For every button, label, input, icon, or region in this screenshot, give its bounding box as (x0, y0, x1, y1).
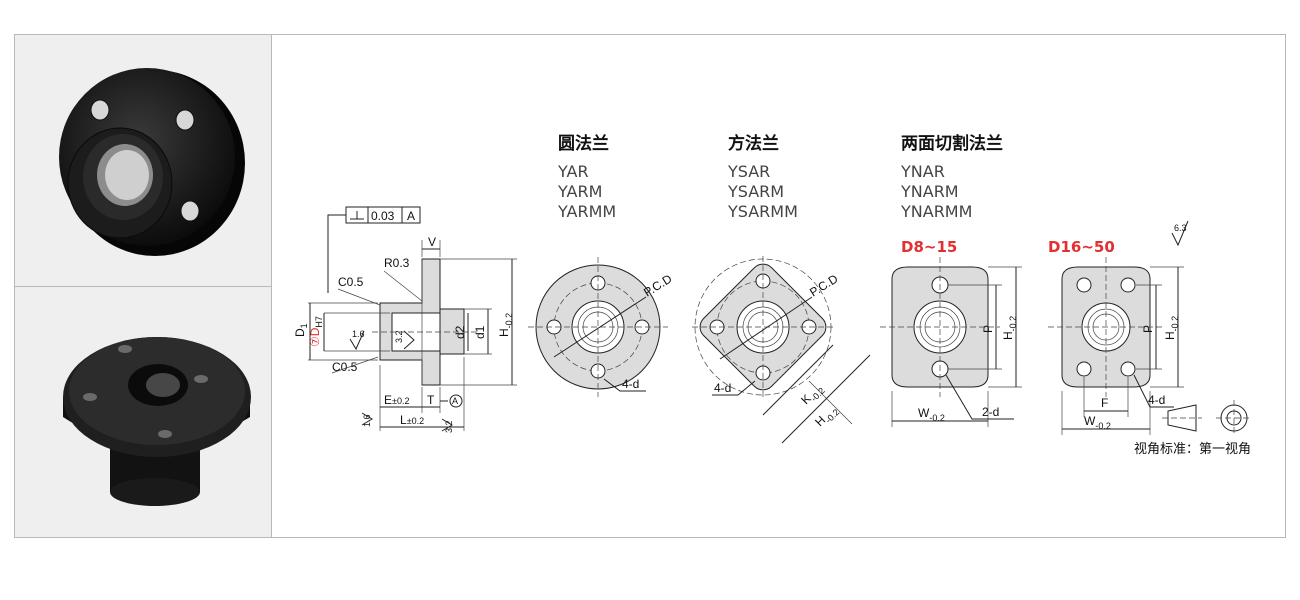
photo-flange-front (15, 35, 271, 287)
series-code: YSARM (727, 182, 784, 201)
p-label: P (981, 325, 995, 333)
series-code: YSARMM (727, 202, 798, 221)
view-standard-label: 视角标准：第一视角 (1134, 441, 1251, 456)
series-code: YNARMM (900, 202, 972, 221)
series-code: YARMM (557, 202, 616, 221)
tolerance-datum: A (407, 209, 415, 223)
round-flange-view: P.C.D 4-d (528, 257, 675, 397)
series-title: 两面切割法兰 (901, 133, 1003, 154)
w-label: W-0.2 (918, 406, 945, 423)
series-code: YNAR (900, 162, 945, 181)
chamfer-label: C0.5 (338, 275, 364, 289)
series-title: 圆法兰 (558, 133, 609, 154)
tolerance-value: 0.03 (371, 209, 395, 223)
holes-label: 4-d (622, 377, 639, 391)
technical-drawing: 圆法兰 YAR YARM YARMM 方法兰 YSAR YSARM YSARMM… (272, 35, 1285, 537)
t-label: T (427, 393, 435, 407)
svg-text:1.6: 1.6 (362, 414, 372, 427)
pcd-label: P.C.D (641, 271, 675, 299)
p-label: P (1141, 325, 1155, 333)
f-label: F (1101, 396, 1108, 410)
series-code: YARM (557, 182, 602, 201)
holes-label: 4-d (714, 381, 731, 395)
series-cut: 两面切割法兰 YNAR YNARM YNARMM (900, 133, 1003, 221)
series-title: 方法兰 (728, 133, 779, 154)
holes-label: 4-d (1148, 393, 1165, 407)
holes-label: 2-d (982, 405, 999, 419)
photo-flange-angle (15, 287, 271, 537)
h-label: H-0.2 (812, 402, 841, 431)
cut-flange-small-view: P H-0.2 W-0.2 2-d (880, 257, 1022, 427)
series-square: 方法兰 YSAR YSARM YSARMM (727, 133, 798, 221)
l-label: L±0.2 (400, 413, 424, 427)
h-label: H-0.2 (1001, 316, 1018, 340)
first-angle-projection-icon (1162, 400, 1252, 436)
bore-diameter-label: ⑦DH7 (308, 316, 324, 347)
e-label: E±0.2 (384, 393, 409, 407)
product-frame: 圆法兰 YAR YARM YARMM 方法兰 YSAR YSARM YSARMM… (14, 34, 1286, 538)
series-code: YSAR (727, 162, 770, 181)
side-section-view: 0.03 A V R0.3 C0.5 C0.5 (293, 206, 517, 433)
series-round: 圆法兰 YAR YARM YARMM (557, 133, 616, 221)
radius-label: R0.3 (384, 256, 410, 270)
height-label: H-0.2 (497, 313, 514, 337)
h-label: H-0.2 (1163, 316, 1180, 340)
series-code: YNARM (900, 182, 959, 201)
d1-label: d1 (473, 325, 487, 339)
size-range-small: D8~15 (901, 238, 957, 256)
photo-column (15, 35, 272, 537)
d2-label: d2 (453, 325, 467, 339)
square-flange-view: P.C.D 4-d K-0.2 H-0.2 (692, 256, 871, 444)
svg-text:3.2: 3.2 (394, 330, 404, 343)
pcd-label: P.C.D (807, 271, 841, 299)
series-code: YAR (557, 162, 589, 181)
svg-text:6.3: 6.3 (1174, 223, 1187, 233)
svg-text:V: V (428, 235, 436, 249)
cut-flange-large-view: P H-0.2 F W-0.2 4-d (1048, 257, 1184, 435)
d1-outer-label: D1 (293, 323, 309, 337)
roughness-general-icon: 6.3 (1171, 220, 1189, 247)
w-label: W-0.2 (1084, 414, 1111, 431)
svg-text:A: A (452, 396, 458, 406)
size-range-large: D16~50 (1048, 238, 1115, 256)
svg-text:1.6: 1.6 (352, 329, 365, 339)
